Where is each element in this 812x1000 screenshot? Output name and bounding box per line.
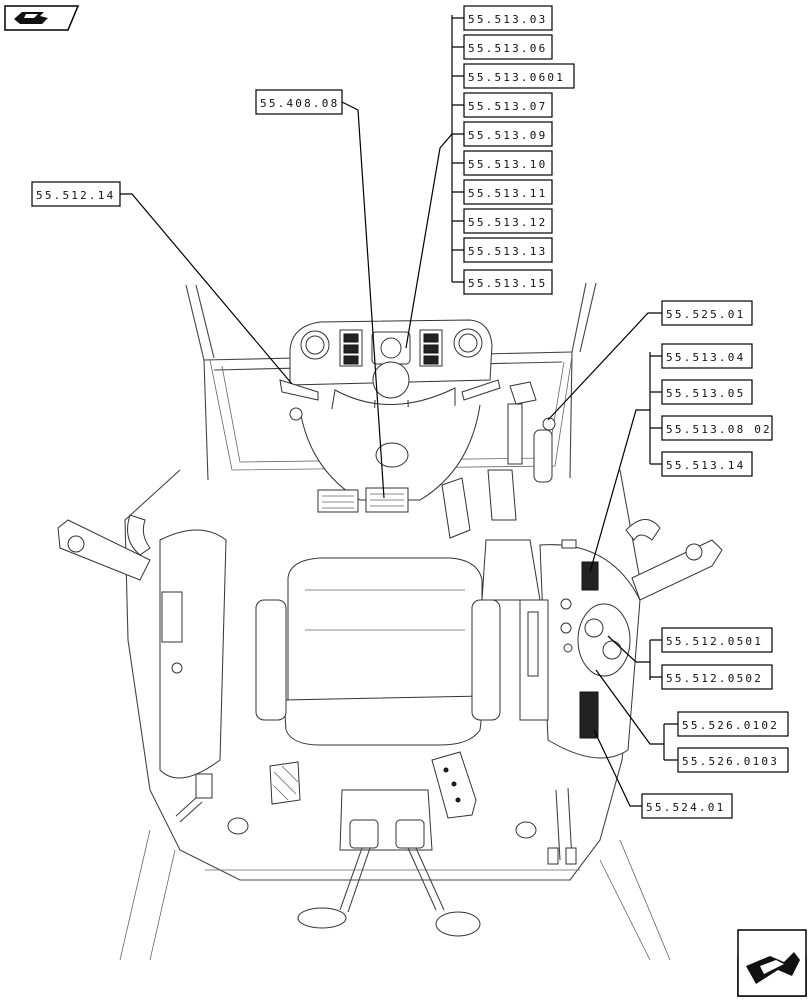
cab-illustration [57, 282, 723, 961]
callout-55-526-0103[interactable]: 55.526.0103 [677, 747, 789, 773]
callout-55-513-03[interactable]: 55.513.03 [463, 5, 553, 31]
callout-55-526-0102[interactable]: 55.526.0102 [677, 711, 789, 737]
callout-55-513-13[interactable]: 55.513.13 [463, 237, 553, 263]
callout-55-408-08[interactable]: 55.408.08 [255, 89, 343, 115]
callout-55-512-14[interactable]: 55.512.14 [31, 181, 121, 207]
callout-55-513-06[interactable]: 55.513.06 [463, 34, 553, 60]
callout-55-525-01[interactable]: 55.525.01 [661, 300, 753, 326]
callout-55-513-09[interactable]: 55.513.09 [463, 121, 553, 147]
callout-55-513-12[interactable]: 55.513.12 [463, 208, 553, 234]
callout-55-513-0601[interactable]: 55.513.0601 [463, 63, 575, 89]
callout-55-513-05[interactable]: 55.513.05 [661, 379, 753, 405]
leader-lines [120, 15, 678, 807]
callout-55-513-15[interactable]: 55.513.15 [463, 269, 553, 295]
book-navigation-icon[interactable] [4, 5, 80, 31]
next-page-arrow-icon[interactable] [737, 929, 807, 997]
callout-55-513-11[interactable]: 55.513.11 [463, 179, 553, 205]
callout-55-513-10[interactable]: 55.513.10 [463, 150, 553, 176]
callout-55-524-01[interactable]: 55.524.01 [641, 793, 733, 819]
callout-55-513-04[interactable]: 55.513.04 [661, 343, 753, 369]
callout-55-512-0502[interactable]: 55.512.0502 [661, 664, 773, 690]
callout-55-513-14[interactable]: 55.513.14 [661, 451, 753, 477]
callout-55-513-08-02[interactable]: 55.513.08 02 [661, 415, 773, 441]
callout-55-512-0501[interactable]: 55.512.0501 [661, 627, 773, 653]
callout-55-513-07[interactable]: 55.513.07 [463, 92, 553, 118]
